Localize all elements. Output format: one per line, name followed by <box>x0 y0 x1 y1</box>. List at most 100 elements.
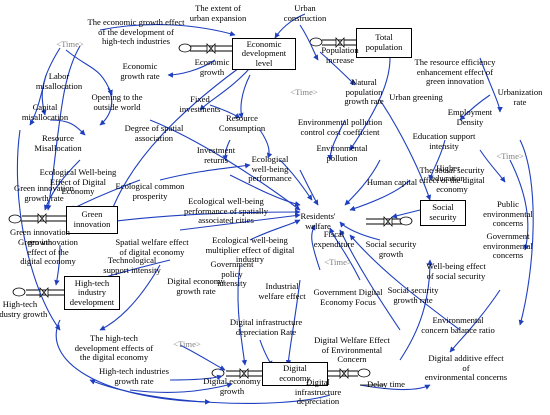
causal-arrow <box>43 159 81 211</box>
var-env-pollution-control-cost: Environmental pollution control cost coe… <box>297 117 383 137</box>
cloud-icon <box>399 216 413 226</box>
causal-arrow <box>16 129 61 331</box>
causal-arrow <box>179 344 226 371</box>
flow-pipe-economic-growth <box>190 45 232 52</box>
valve-icon <box>335 36 345 49</box>
causal-arrow <box>99 264 161 331</box>
causal-arrow <box>279 159 313 201</box>
causal-arrow <box>49 119 86 136</box>
causal-arrow <box>518 139 534 326</box>
var-digital-economy-growth: Digital economy growth <box>203 376 261 396</box>
var-education-support-intensity: Education support intensity <box>412 131 476 151</box>
var-high-tech-industry-growth: High-tech industry growth <box>0 299 48 319</box>
causal-arrow <box>479 149 506 183</box>
causal-arrow <box>359 384 431 391</box>
var-delay-time: Delay time <box>367 379 405 389</box>
causal-arrow <box>327 119 346 161</box>
var-green-innovation-effect-digital: Green innovation effect of the digital e… <box>18 237 78 267</box>
flow-pipe-population <box>322 39 356 46</box>
causal-arrow <box>479 57 503 113</box>
stock-social-security: Social security <box>420 200 466 226</box>
stock-high-tech-industry-development: High-tech industry development <box>64 276 120 310</box>
var-fiscal-expenditure: Fiscal expenditure <box>313 229 355 249</box>
causal-arrow <box>379 99 432 201</box>
var-human-capital: Human capital <box>366 177 418 187</box>
cloud-icon <box>12 287 26 297</box>
causal-arrow <box>319 51 356 86</box>
stock-digital-economy: Digital economy <box>262 362 328 386</box>
var-residents-welfare: Residents' welfare <box>300 211 336 231</box>
causal-arrow <box>249 219 301 241</box>
valve-icon <box>239 367 249 380</box>
var-natural-population-growth-rate: Natural population growth rate <box>344 77 384 107</box>
causal-arrow <box>109 59 251 216</box>
var-opening-outside-world: Opening to the outside world <box>91 92 143 112</box>
valve-icon <box>206 42 216 55</box>
var-environmental-concern-balance-ratio: Environmental concern balance ratio <box>421 315 495 335</box>
valve-icon <box>37 212 47 225</box>
var-resource-consumption: Resource Consumption <box>218 113 266 133</box>
shadow-time-variable: <Time> <box>324 257 352 267</box>
var-resource-misallocation: Resource Misallocation <box>34 133 82 153</box>
flow-valves <box>37 36 393 380</box>
var-extent-urban-expansion: The extent of urban expansion <box>189 3 247 23</box>
var-economic-growth-rate: Economic growth rate <box>120 61 160 81</box>
var-green-innovation-growth: Green innovation growth <box>10 227 70 247</box>
causal-arrow <box>329 227 361 281</box>
causal-arrow <box>310 224 321 271</box>
causal-arrow <box>428 139 446 181</box>
causal-arrows <box>16 13 534 405</box>
var-green-innovation-growth-rate: Green innovation growth rate <box>14 183 74 203</box>
shadow-time-variable: <Time> <box>290 87 318 97</box>
var-employment-density: Employment Density <box>447 107 493 127</box>
var-government-policy-intensity: Government policy intensity <box>210 259 254 289</box>
causal-arrow <box>339 229 401 331</box>
causal-arrow <box>259 129 273 159</box>
var-higher-education: Higher education <box>431 163 465 183</box>
causal-arrow <box>99 87 113 126</box>
causal-arrow <box>459 94 491 121</box>
causal-arrow <box>509 159 529 251</box>
causal-arrow <box>169 374 223 381</box>
var-resource-efficiency-green-innovation: The resource efficiency enhancement effe… <box>414 57 496 87</box>
var-environmental-pollution: Environmental pollution <box>316 143 368 163</box>
causal-arrow <box>149 119 301 211</box>
causal-arrow <box>99 24 236 37</box>
stock-total-population: Total population <box>356 28 412 58</box>
causal-arrow <box>222 139 231 161</box>
causal-arrow <box>285 279 301 366</box>
var-high-tech-development-effects-digital: The high-tech development effects of the… <box>74 333 154 363</box>
causal-arrow <box>299 24 319 61</box>
causal-arrow <box>179 212 301 231</box>
shadow-time-variable: <Time> <box>173 339 201 349</box>
var-industrial-welfare-effect: Industrial welfare effect <box>258 281 306 301</box>
var-spatial-welfare-digital: Spatial welfare effect of digital econom… <box>115 237 189 257</box>
causal-arrow <box>167 59 216 78</box>
flow-clouds <box>8 37 413 378</box>
var-eco-wellbeing-digital-economy: Ecological Well-being Effect of Digital … <box>39 167 117 197</box>
var-digital-additive-env-concerns: Digital additive effect of environmental… <box>424 353 508 383</box>
causal-arrow <box>399 259 433 361</box>
cloud-icon <box>178 43 192 53</box>
var-social-security-growth: Social security growth <box>365 239 417 259</box>
var-capital-misallocation: Capital misallocation <box>21 102 69 122</box>
var-digital-welfare-env-concern: Digital Welfare Effect of Environmental … <box>314 335 390 365</box>
var-economic-growth: Economic growth <box>194 57 230 77</box>
causal-arrow <box>46 45 81 211</box>
cloud-icon <box>8 214 22 224</box>
var-government-environmental-concerns: Government environmental concerns <box>483 231 533 261</box>
var-urban-greening: Urban greening <box>389 92 443 102</box>
var-social-security-effect-digital: The social security effect of the digita… <box>419 165 485 195</box>
causal-arrow <box>129 382 233 393</box>
var-digital-economy-growth-rate: Digital economy growth rate <box>167 276 225 296</box>
stock-green-innovation: Green innovation <box>66 206 118 234</box>
var-ecological-wellbeing-performance: Ecological well-being performance <box>248 154 292 184</box>
causal-arrow <box>199 67 251 111</box>
var-digital-infrastructure-depreciation: Digital infrastructure depreciation <box>294 377 342 407</box>
var-ecological-common-prosperity: Ecological common prosperity <box>115 181 185 201</box>
var-labor-misallocation: Labor misallocation <box>35 71 83 91</box>
causal-arrow <box>55 319 211 405</box>
causal-arrow <box>349 179 411 212</box>
